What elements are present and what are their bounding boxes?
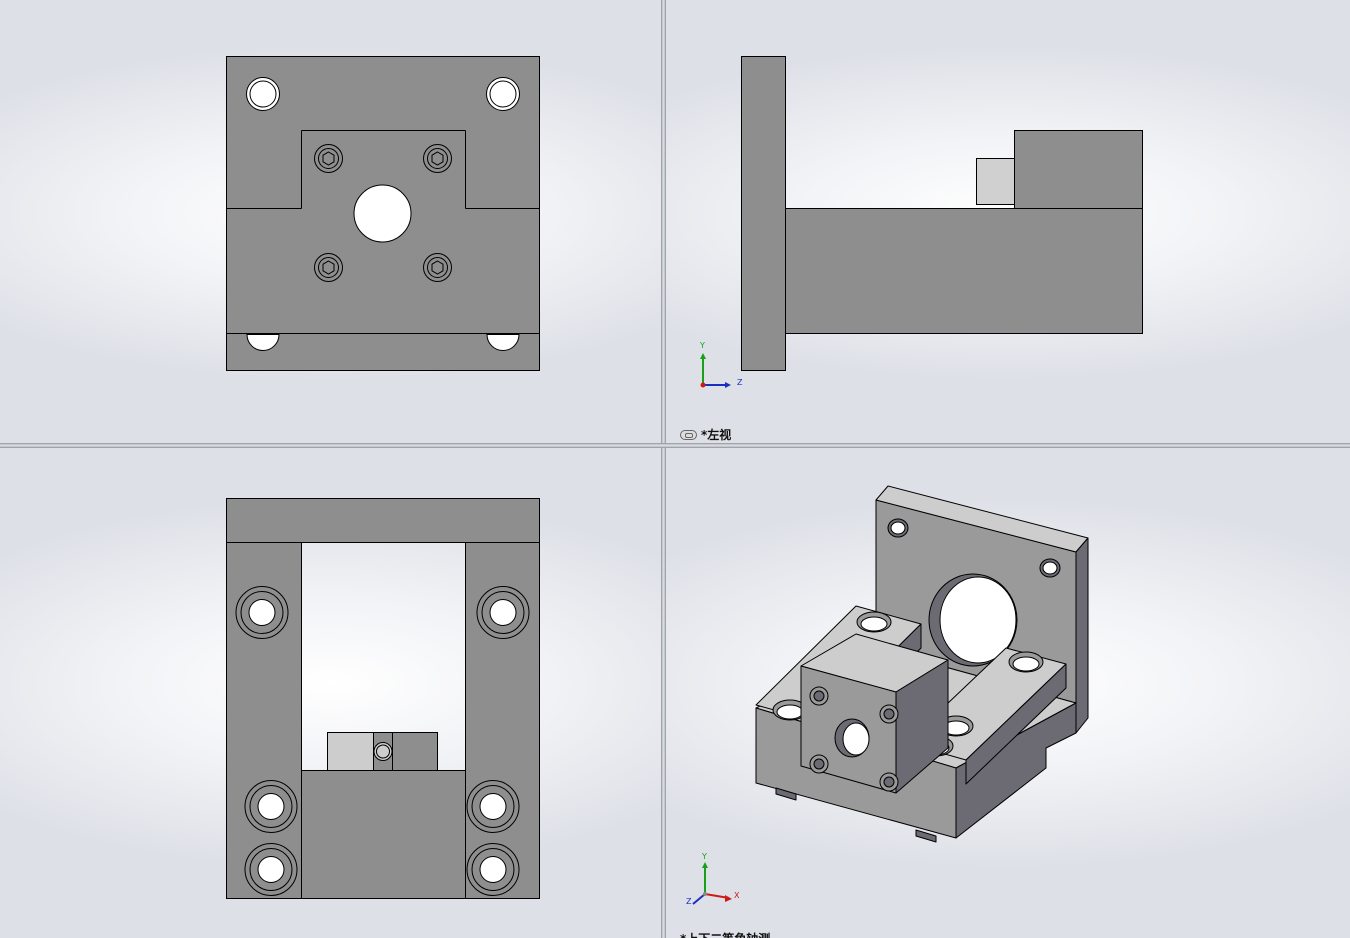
axis-z-label: Z	[737, 378, 743, 387]
left-body	[785, 208, 1143, 334]
axis-triad	[692, 862, 732, 905]
top-holes	[235, 586, 530, 896]
viewport-top[interactable]	[0, 448, 661, 938]
left-view-drawing	[700, 56, 1143, 388]
viewport-isometric[interactable]: Y X Z *上下二等角轴测	[666, 448, 1350, 938]
left-block	[1014, 130, 1143, 209]
view-label-isometric[interactable]: *上下二等角轴测	[680, 930, 770, 938]
left-small-block	[976, 158, 1015, 205]
left-plate	[741, 56, 786, 371]
axis-z-label: Z	[686, 897, 692, 906]
iso-base-side	[955, 702, 1077, 839]
iso-back-plate-side	[1075, 537, 1089, 734]
viewport-left[interactable]: Y Z *左视	[666, 0, 1350, 443]
view-name: *上下二等角轴测	[680, 930, 770, 938]
top-center-block	[301, 770, 466, 899]
viewport-splitter-vertical[interactable]	[661, 0, 666, 938]
front-center-bore	[353, 184, 412, 243]
axis-y-label: Y	[700, 341, 705, 350]
view-label-left[interactable]: *左视	[680, 426, 731, 443]
isometric-drawing	[692, 485, 1089, 905]
axis-triad	[700, 353, 731, 388]
iso-screws	[809, 686, 899, 792]
axis-x-label: X	[734, 891, 740, 900]
axis-y-label: Y	[702, 852, 707, 861]
link-view-icon[interactable]	[680, 429, 697, 440]
viewport-splitter-horizontal[interactable]	[0, 443, 1350, 448]
front-view-drawing	[226, 56, 540, 371]
view-name: *左视	[701, 428, 732, 442]
top-back-plate	[226, 498, 540, 543]
viewport-front[interactable]	[0, 0, 661, 443]
iso-center-block-side	[895, 659, 949, 794]
top-view-drawing	[226, 498, 540, 899]
front-screws	[314, 144, 452, 282]
